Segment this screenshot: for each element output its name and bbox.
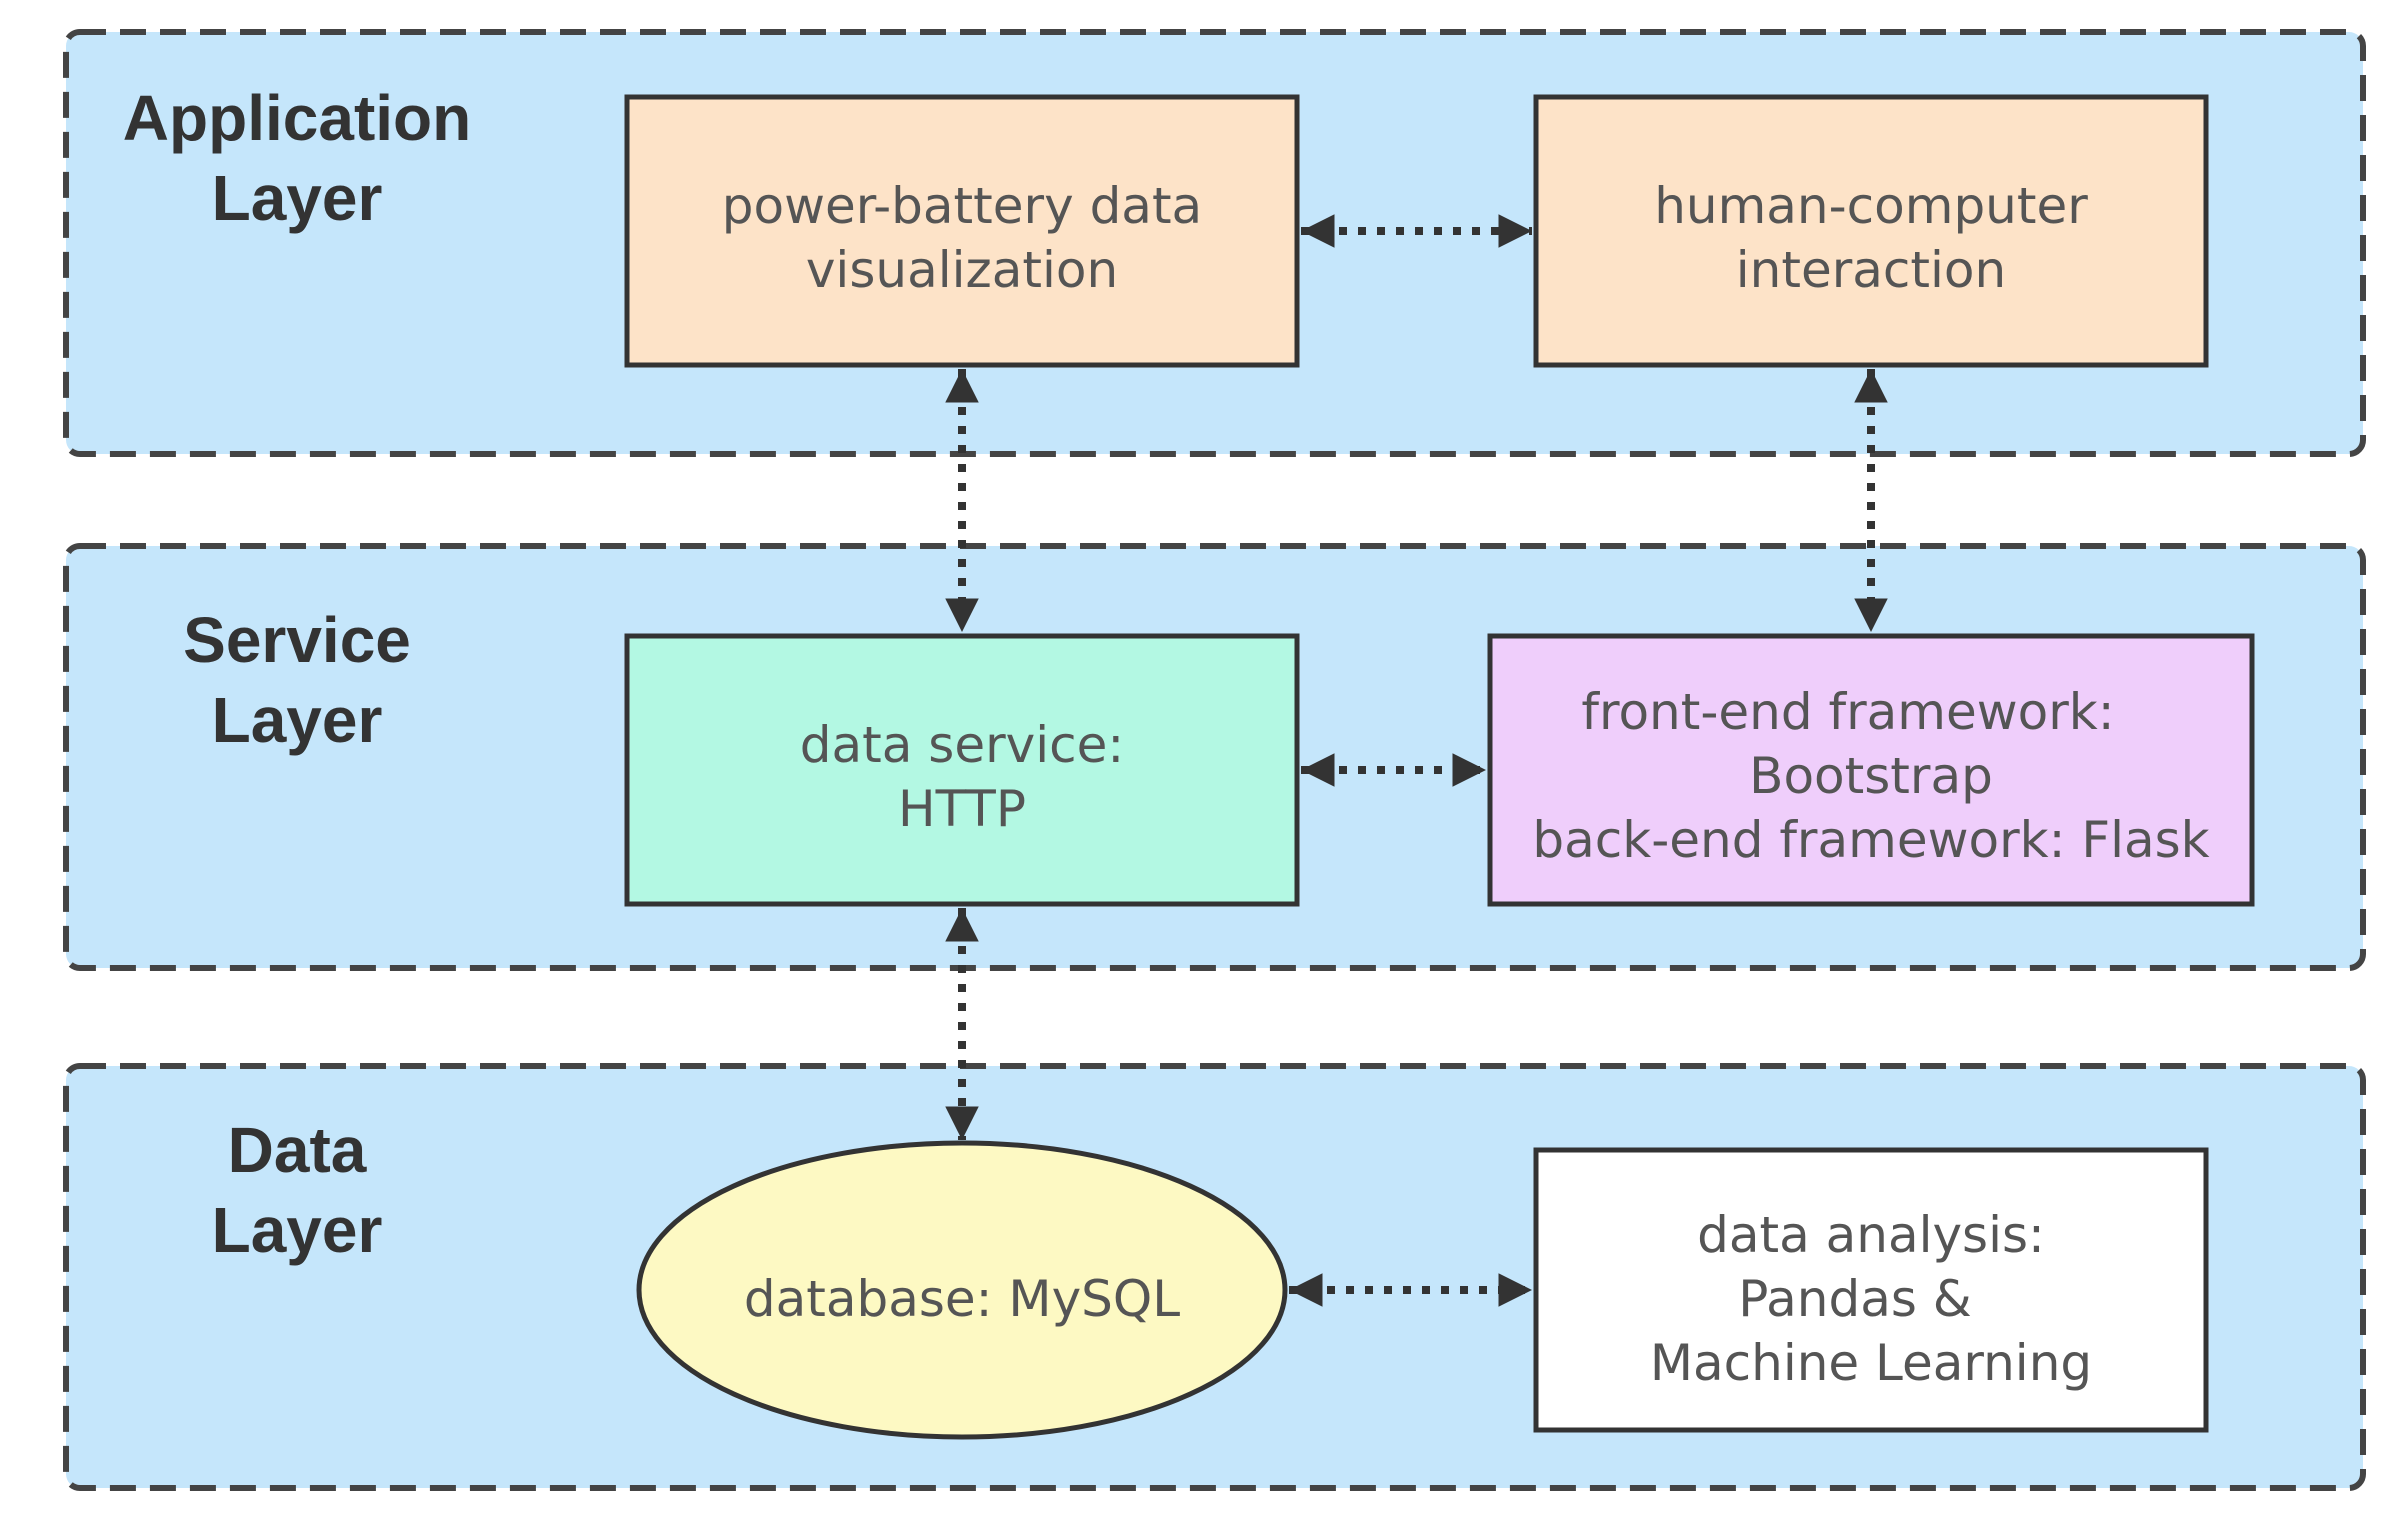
- node-frameworks-label-1: front-end framework:: [1581, 683, 2114, 741]
- node-database-ellipse: [636, 1140, 1288, 1440]
- node-analysis-label-3: Machine Learning: [1650, 1334, 2092, 1392]
- node-visualization: power-battery data visualization: [624, 94, 1300, 368]
- node-visualization-label-1: power-battery data: [722, 177, 1202, 235]
- node-analysis-label-2: Pandas &: [1738, 1270, 1972, 1328]
- node-frameworks-label-2: Bootstrap: [1749, 747, 1993, 805]
- data-layer-subtitle: Layer: [212, 1194, 383, 1266]
- node-interaction-label-2: interaction: [1736, 241, 2006, 299]
- node-analysis-label-1: data analysis:: [1697, 1206, 2045, 1264]
- node-data-service-label-2: HTTP: [898, 780, 1026, 838]
- node-interaction: human-computer interaction: [1533, 94, 2209, 368]
- node-analysis-box: [1533, 1147, 2209, 1433]
- node-data-service-label-1: data service:: [800, 716, 1124, 774]
- service-layer-title: Service: [183, 604, 411, 676]
- service-layer-subtitle: Layer: [212, 684, 383, 756]
- node-interaction-box: [1533, 94, 2209, 368]
- node-interaction-label-1: human-computer: [1654, 177, 2088, 235]
- node-frameworks-box: [1487, 633, 2255, 907]
- node-database-label: database: MySQL: [744, 1270, 1180, 1328]
- node-data-service: data service: HTTP: [624, 633, 1300, 907]
- node-frameworks-label-3: back-end framework: Flask: [1532, 811, 2209, 869]
- node-visualization-label-2: visualization: [806, 241, 1118, 299]
- application-layer-title: Application: [123, 82, 471, 154]
- node-visualization-box: [624, 94, 1300, 368]
- data-layer-title: Data: [228, 1114, 367, 1186]
- connectors: [945, 214, 1888, 1307]
- node-frameworks: front-end framework: Bootstrap back-end …: [1487, 633, 2255, 907]
- node-analysis: data analysis: Pandas & Machine Learning: [1533, 1147, 2209, 1433]
- application-layer-subtitle: Layer: [212, 162, 383, 234]
- node-database: database: MySQL: [636, 1140, 1288, 1440]
- node-data-service-box: [624, 633, 1300, 907]
